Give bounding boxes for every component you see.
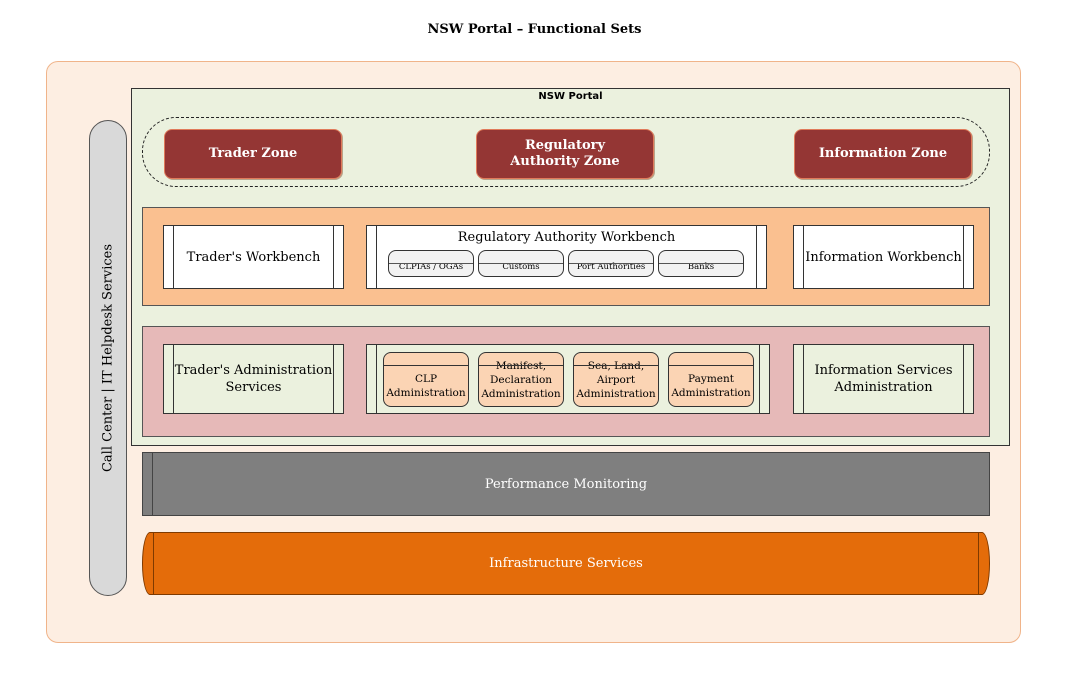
customs-label: Customs: [502, 262, 540, 272]
zones-group: [142, 117, 990, 187]
payment-administration-label: Payment Administration: [671, 372, 751, 399]
call-center-bar: Call Center | IT Helpdesk Services: [89, 120, 127, 596]
banks-item: Banks: [658, 250, 744, 277]
manifest-declaration-label: Manifest, Declaration Administration: [481, 359, 561, 400]
port-authorities-item: Port Authorities: [568, 250, 654, 277]
diagram-title: NSW Portal – Functional Sets: [427, 22, 642, 37]
regulatory-authority-workbench: Regulatory Authority Workbench CLPIAs / …: [366, 225, 767, 289]
infrastructure-services: Infrastructure Services: [142, 532, 990, 595]
customs-item: Customs: [478, 250, 564, 277]
trader-zone-label: Trader Zone: [208, 146, 298, 161]
banks-label: Banks: [687, 262, 715, 272]
sea-land-airport-administration: Sea, Land, Airport Administration: [573, 352, 659, 407]
payment-administration: Payment Administration: [668, 352, 754, 407]
manifest-declaration-administration: Manifest, Declaration Administration: [478, 352, 564, 407]
infrastructure-services-label: Infrastructure Services: [489, 556, 643, 571]
information-zone: Information Zone: [794, 129, 972, 179]
clpias-ogas-label: CLPIAs / OGAs: [398, 262, 464, 272]
port-authorities-label: Port Authorities: [576, 262, 646, 272]
performance-monitoring-label: Performance Monitoring: [484, 476, 648, 492]
sea-land-airport-label: Sea, Land, Airport Administration: [576, 359, 656, 400]
traders-workbench: Trader's Workbench: [163, 225, 344, 289]
performance-monitoring: Performance Monitoring: [142, 452, 990, 516]
information-zone-label: Information Zone: [818, 146, 948, 161]
administration-services-group: CLP Administration Manifest, Declaration…: [366, 344, 770, 414]
information-workbench-label: Information Workbench: [805, 249, 962, 265]
traders-administration-services: Trader's Administration Services: [163, 344, 344, 414]
portal-title: NSW Portal: [538, 91, 603, 102]
information-services-administration-label: Information Services Administration: [814, 363, 953, 395]
regulatory-workbench-title: Regulatory Authority Workbench: [457, 230, 676, 245]
trader-zone: Trader Zone: [164, 129, 342, 179]
regulatory-zone-label: Regulatory Authority Zone: [510, 138, 620, 169]
clpias-ogas-item: CLPIAs / OGAs: [388, 250, 474, 277]
information-services-administration: Information Services Administration: [793, 344, 974, 414]
regulatory-authority-zone: Regulatory Authority Zone: [476, 129, 654, 179]
traders-administration-label: Trader's Administration Services: [174, 363, 333, 395]
call-center-label: Call Center | IT Helpdesk Services: [100, 243, 116, 473]
clp-administration-label: CLP Administration: [386, 372, 466, 399]
information-workbench: Information Workbench: [793, 225, 974, 289]
clp-administration: CLP Administration: [383, 352, 469, 407]
traders-workbench-label: Trader's Workbench: [186, 249, 321, 265]
